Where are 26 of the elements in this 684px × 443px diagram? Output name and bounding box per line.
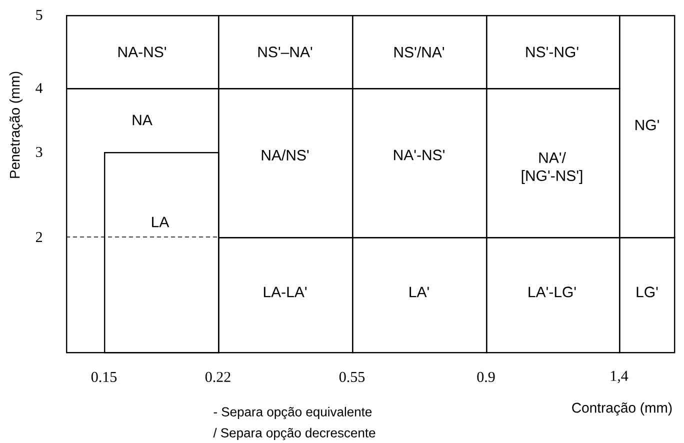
region-cell: LG': [619, 237, 676, 354]
region-cell: NA/NS': [218, 88, 354, 238]
axis-tick-label: 0.15: [91, 372, 117, 382]
axis-tick-label: 3: [36, 146, 42, 158]
region-cell: LA-LA': [218, 237, 354, 354]
region-cell: NG': [619, 15, 676, 238]
region-cell: NS'-NG': [486, 15, 620, 90]
axis-tick-label: 5: [36, 10, 42, 20]
region-cell: LA: [104, 152, 220, 354]
region-cell: LA'-LG': [486, 237, 620, 354]
axis-tick-label: 0.55: [339, 372, 365, 382]
region-cell: NS'–NA': [218, 15, 354, 90]
region-cell: NA-NS': [66, 15, 220, 90]
axis-label: Contração (mm): [572, 402, 672, 416]
axis-tick-label: 1,4: [610, 370, 628, 384]
note-text: / Separa opção decrescente: [213, 428, 376, 440]
axis-label: Penetração (mm): [9, 72, 23, 178]
axis-tick-label: 0.9: [477, 372, 495, 382]
region-cell: LA': [352, 237, 488, 354]
axis-tick-label: 4: [36, 83, 43, 93]
axis-tick-label: 2: [36, 232, 42, 242]
region-cell: NS'/NA': [352, 15, 488, 90]
axis-tick-label: 0.22: [205, 372, 230, 382]
note-text: - Separa opção equivalente: [214, 406, 372, 420]
region-cell: NA'-NS': [352, 88, 488, 238]
region-cell: NA'/ [NG'-NS']: [486, 88, 620, 238]
